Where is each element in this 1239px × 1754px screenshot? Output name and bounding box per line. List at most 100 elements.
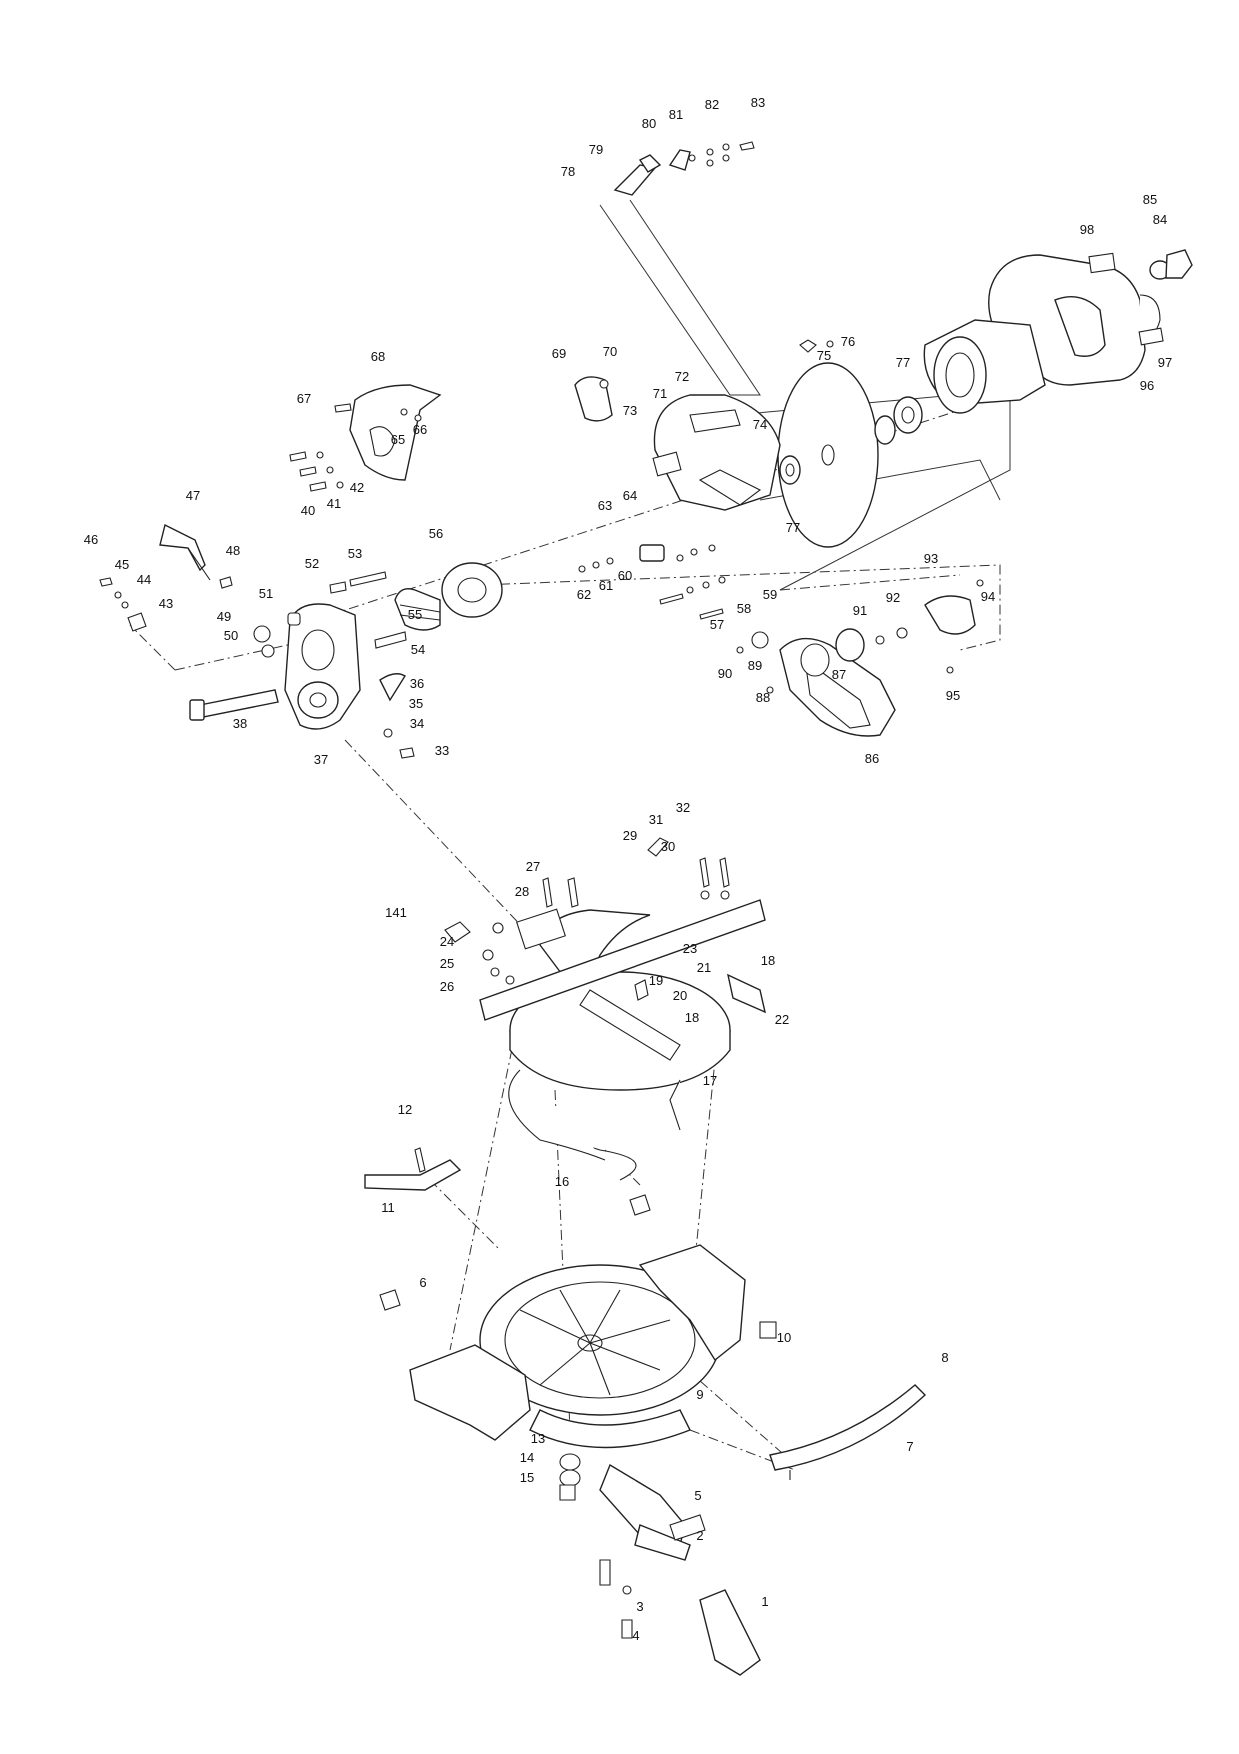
callout-13: 13 (531, 1431, 545, 1446)
callout-36: 36 (410, 676, 424, 691)
callout-76: 76 (841, 334, 855, 349)
callout-30: 30 (661, 839, 675, 854)
callout-88: 88 (756, 690, 770, 705)
callout-18: 18 (685, 1010, 699, 1025)
callout-42: 42 (350, 480, 364, 495)
callout-84: 84 (1153, 212, 1167, 227)
lock-knob (99, 523, 233, 632)
callout-55: 55 (408, 607, 422, 622)
callout-83: 83 (751, 95, 765, 110)
callout-19: 19 (649, 973, 663, 988)
miter-lock-handle (559, 1453, 761, 1676)
callout-21: 21 (697, 960, 711, 975)
callout-53: 53 (348, 546, 362, 561)
callout-49: 49 (217, 609, 231, 624)
callout-92: 92 (886, 590, 900, 605)
switch-lever-assembly (613, 141, 755, 196)
callout-29: 29 (623, 828, 637, 843)
callout-77: 77 (896, 355, 910, 370)
callout-69: 69 (552, 346, 566, 361)
callout-25: 25 (440, 956, 454, 971)
callout-3: 3 (636, 1599, 643, 1614)
callout-65: 65 (391, 432, 405, 447)
callout-32: 32 (676, 800, 690, 815)
callout-141: 141 (385, 905, 407, 920)
callout-4: 4 (632, 1628, 639, 1643)
callout-9: 9 (696, 1387, 703, 1402)
callout-8: 8 (941, 1350, 948, 1365)
callout-58: 58 (737, 601, 751, 616)
callout-20: 20 (673, 988, 687, 1003)
callout-73: 73 (623, 403, 637, 418)
callout-64: 64 (623, 488, 637, 503)
callout-98: 98 (1080, 222, 1094, 237)
callout-24: 24 (440, 934, 454, 949)
callout-6: 6 (419, 1275, 426, 1290)
saw-base (364, 1147, 927, 1480)
callout-54: 54 (411, 642, 425, 657)
callout-60: 60 (618, 568, 632, 583)
callout-72: 72 (675, 369, 689, 384)
callout-96: 96 (1140, 378, 1154, 393)
callout-50: 50 (224, 628, 238, 643)
callout-2: 2 (696, 1528, 703, 1543)
callout-37: 37 (314, 752, 328, 767)
callout-12: 12 (398, 1102, 412, 1117)
callout-34: 34 (410, 716, 424, 731)
callout-68: 68 (371, 349, 385, 364)
callout-87: 87 (832, 667, 846, 682)
callout-94: 94 (981, 589, 995, 604)
callout-38: 38 (233, 716, 247, 731)
callout-41: 41 (327, 496, 341, 511)
callout-52: 52 (305, 556, 319, 571)
callout-97: 97 (1158, 355, 1172, 370)
callout-26: 26 (440, 979, 454, 994)
callout-90: 90 (718, 666, 732, 681)
callout-82: 82 (705, 97, 719, 112)
callout-17: 17 (703, 1073, 717, 1088)
callout-56: 56 (429, 526, 443, 541)
callout-86: 86 (865, 751, 879, 766)
callout-91: 91 (853, 603, 867, 618)
callout-74: 74 (753, 417, 767, 432)
pivot-bracket (189, 571, 415, 759)
callout-66: 66 (413, 422, 427, 437)
callout-59: 59 (763, 587, 777, 602)
motor-housing (923, 249, 1193, 414)
callout-95: 95 (946, 688, 960, 703)
callout-70: 70 (603, 344, 617, 359)
callout-71: 71 (653, 386, 667, 401)
callout-28: 28 (515, 884, 529, 899)
callout-80: 80 (642, 116, 656, 131)
callout-93: 93 (924, 551, 938, 566)
callout-33: 33 (435, 743, 449, 758)
callout-85: 85 (1143, 192, 1157, 207)
callout-67: 67 (297, 391, 311, 406)
lower-blade-guard (736, 579, 984, 737)
part-callouts: 1234567891011121314151617181819202122232… (84, 95, 1172, 1643)
callout-78: 78 (561, 164, 575, 179)
callout-1: 1 (761, 1594, 768, 1609)
callout-18: 18 (761, 953, 775, 968)
belt-cover (289, 384, 442, 492)
callout-44: 44 (137, 572, 151, 587)
upper-blade-guard (574, 376, 781, 511)
turntable-assembly (444, 837, 766, 1181)
callout-81: 81 (669, 107, 683, 122)
callout-5: 5 (694, 1488, 701, 1503)
callout-22: 22 (775, 1012, 789, 1027)
callout-15: 15 (520, 1470, 534, 1485)
callout-11: 11 (381, 1200, 395, 1215)
callout-40: 40 (301, 503, 315, 518)
callout-31: 31 (649, 812, 663, 827)
callout-16: 16 (555, 1174, 569, 1189)
callout-62: 62 (577, 587, 591, 602)
arbor-components (394, 544, 726, 631)
callout-43: 43 (159, 596, 173, 611)
callout-46: 46 (84, 532, 98, 547)
callout-45: 45 (115, 557, 129, 572)
callout-47: 47 (186, 488, 200, 503)
callout-51: 51 (259, 586, 273, 601)
callout-23: 23 (683, 941, 697, 956)
